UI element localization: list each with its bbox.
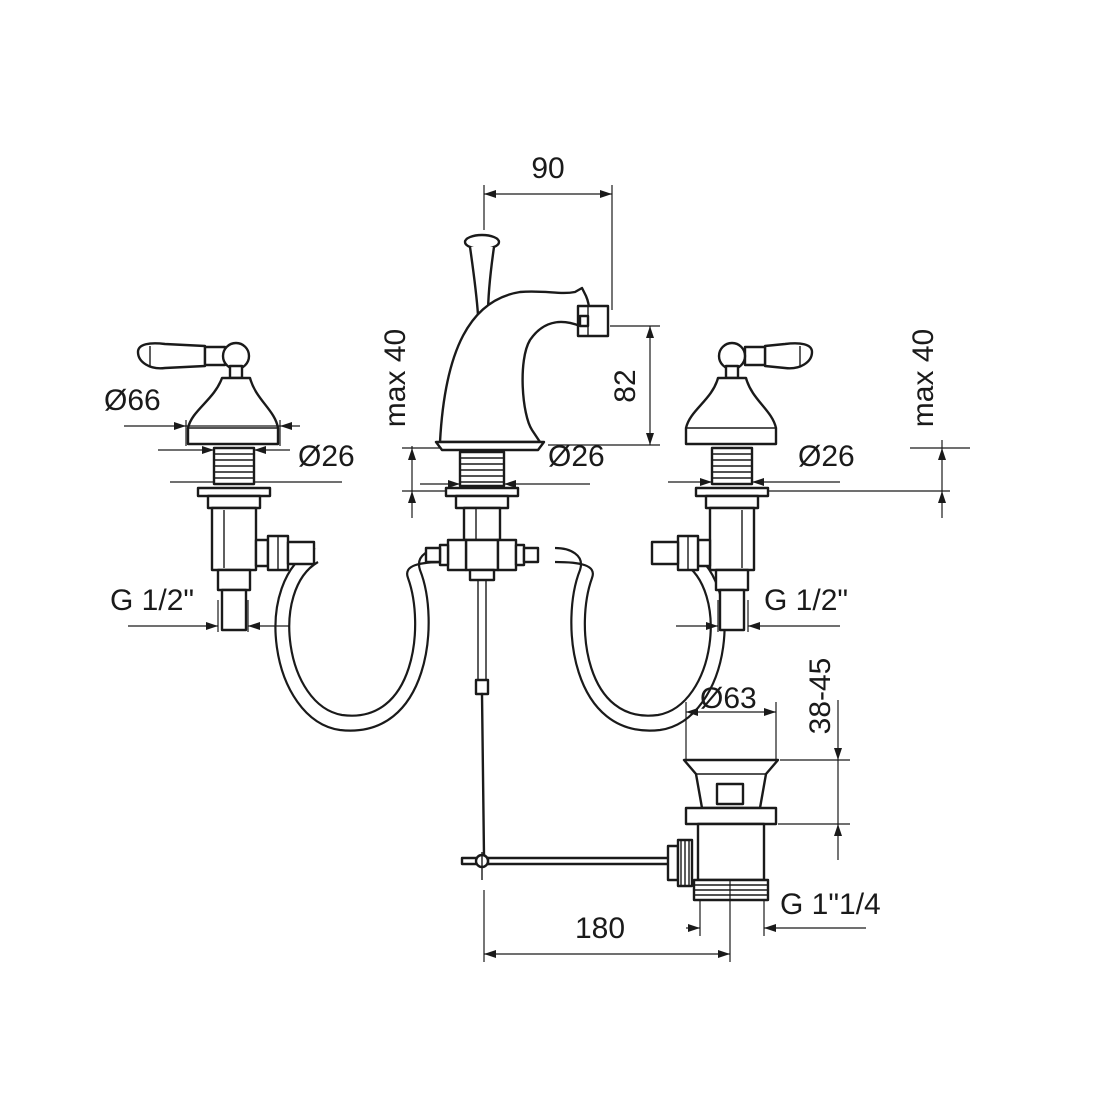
left-max-height-label: max 40 <box>379 329 412 427</box>
spout-reach-label: 90 <box>531 152 564 185</box>
center-spout <box>424 233 610 858</box>
waste-range-label: 38-45 <box>804 658 837 735</box>
right-max-height-label: max 40 <box>907 329 940 427</box>
left-flange-diameter-label: Ø66 <box>104 384 161 417</box>
waste-thread-label: G 1"1/4 <box>780 888 881 921</box>
right-valve <box>650 341 814 632</box>
center-shank-diameter-label: Ø26 <box>548 440 605 473</box>
spout-height-label: 82 <box>609 369 642 402</box>
right-shank-diameter-label: Ø26 <box>798 440 855 473</box>
left-shank-diameter-label: Ø26 <box>298 440 355 473</box>
left-hose <box>274 546 446 732</box>
waste-offset-label: 180 <box>575 912 625 945</box>
right-thread-label: G 1/2" <box>764 584 848 617</box>
left-valve <box>136 341 316 632</box>
waste-diameter-label: Ø63 <box>700 682 757 715</box>
left-thread-label: G 1/2" <box>110 584 194 617</box>
dimension-lines <box>124 185 970 962</box>
popup-waste <box>460 758 780 902</box>
